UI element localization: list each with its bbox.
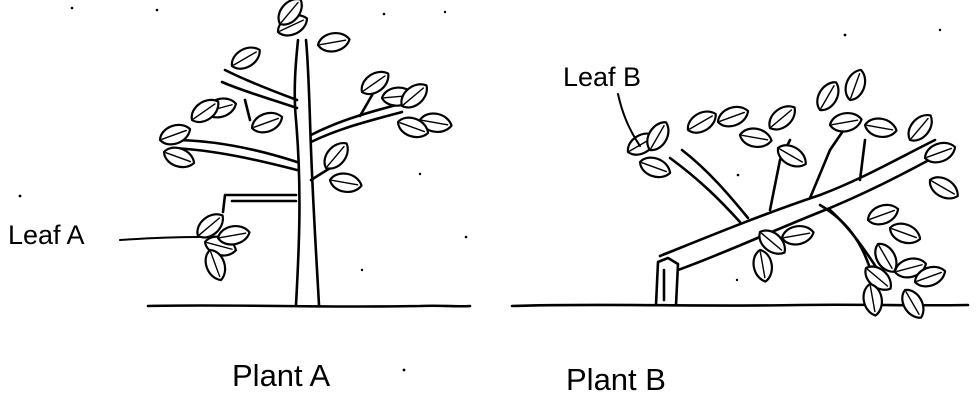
- plant-a-trunk: [295, 40, 300, 305]
- plant-a-ground: [148, 305, 470, 306]
- plant-a: [120, 0, 470, 307]
- plant-a-cut-branch: [223, 195, 296, 212]
- leaf-a-label: Leaf A: [8, 222, 85, 249]
- plant-b: [512, 67, 968, 322]
- leaf-b-label: Leaf B: [563, 64, 641, 91]
- plant-b-caption: Plant B: [566, 364, 666, 395]
- leaf-a: [192, 209, 251, 284]
- leaf-a-pointer: [120, 237, 200, 240]
- plant-a-caption: Plant A: [232, 360, 330, 391]
- scan-specks: [19, 7, 942, 372]
- plant-b-stump: [656, 258, 678, 305]
- leaf-b: [624, 118, 674, 182]
- plant-b-ground: [512, 305, 968, 306]
